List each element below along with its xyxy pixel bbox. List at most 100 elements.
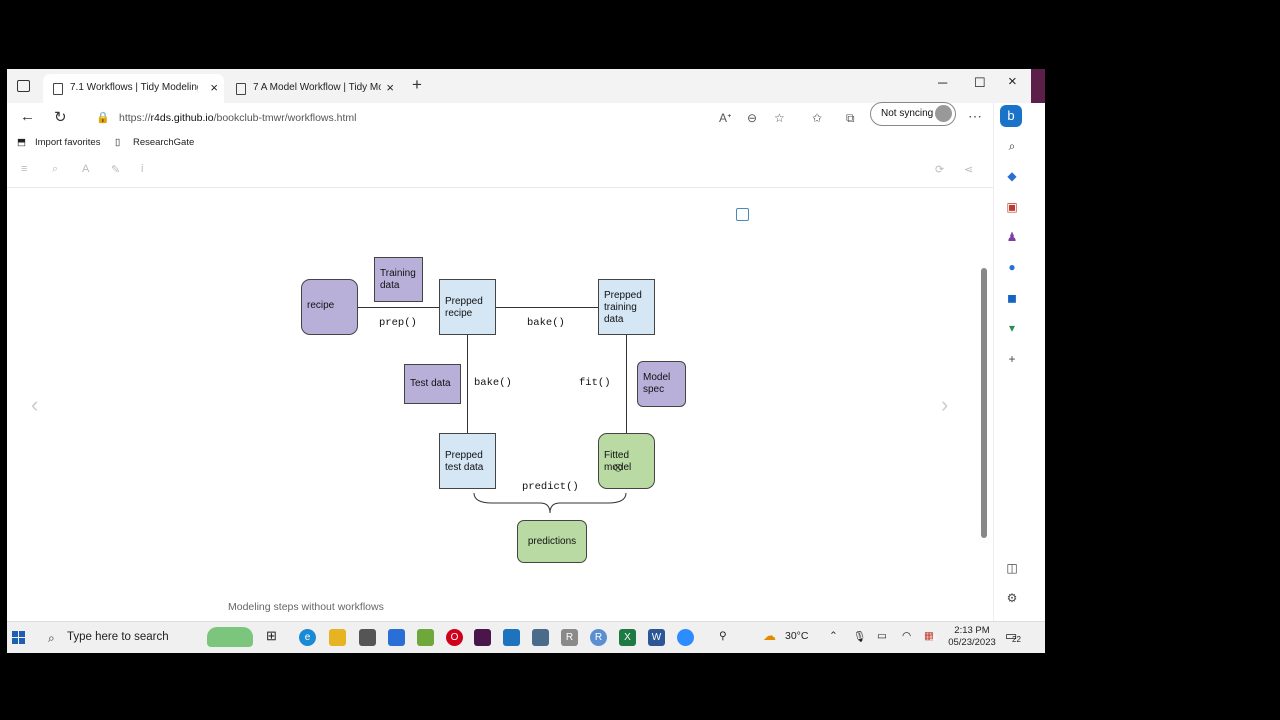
import-favorites-icon: ⬒ [17,137,26,148]
fullscreen-icon[interactable] [736,208,749,221]
people-icon[interactable]: ⚲ [719,630,727,642]
arrow-recipe-to-prepped [358,307,440,308]
address-bar-row: ← ↻ 🔒 https://r4ds.github.io/bookclub-tm… [7,103,1031,134]
calendar-icon[interactable]: ▦ [924,630,934,642]
drop-icon[interactable]: ▾ [1008,321,1016,335]
sync-icon[interactable]: ⟳ [935,164,945,176]
read-aloud-icon[interactable]: Aᐩ [719,111,732,125]
new-tab-button[interactable]: + [412,75,422,94]
node-model-spec: Model spec [637,361,686,407]
sidebar-toggle-icon[interactable]: ◫ [1006,561,1018,575]
chevron-up-icon[interactable]: ⌃ [829,630,838,642]
share-icon[interactable]: ⋖ [964,164,974,176]
page-icon [53,83,63,95]
excel-icon[interactable]: X [619,629,636,646]
zoom-icon[interactable]: ⊖ [747,111,758,125]
collections-icon[interactable]: ⧉ [846,111,855,125]
previous-page-icon[interactable]: ‹ [31,392,39,417]
font-settings-icon[interactable]: A [82,163,90,175]
camera-icon[interactable] [359,629,376,646]
predict-brace [473,492,627,514]
close-window-icon[interactable]: × [1008,73,1017,90]
weather-icon[interactable]: ☁ [763,628,776,643]
vscode-icon[interactable] [503,629,520,646]
tab-title: 7 A Model Workflow | Tidy Mode [253,82,381,93]
notifications-icon[interactable]: ▭ [1005,628,1018,643]
back-icon[interactable]: ← [20,108,35,125]
opera-icon[interactable]: O [446,629,463,646]
favorites-icon[interactable]: ✩ [812,111,823,125]
arrow-training-to-fitted [626,335,627,435]
task-view-icon[interactable]: ⊞ [266,628,277,643]
r-icon[interactable]: R [561,629,578,646]
add-icon[interactable]: + [1008,352,1016,366]
slack-icon[interactable] [474,629,491,646]
windows-taskbar: ⌕ Type here to search ⊞ e O R R X W ⚲ ☁ … [7,621,1045,653]
browser-window: 7.1 Workflows | Tidy Modeling w × 7 A Mo… [7,69,1045,651]
search-icon[interactable]: ⌕ [52,163,59,175]
arrow-prepped-to-test [467,335,468,435]
search-placeholder: Type here to search [67,631,169,643]
toc-toggle-icon[interactable]: ≡ [21,163,28,175]
lock-icon[interactable]: 🔒 [96,112,110,124]
calendar-badge: 19 [930,636,937,642]
minimize-icon[interactable]: ─ [938,75,948,90]
page-content: ≡ ⌕ A ✎ i ⟳ ⋖ ‹ › recipe Training data P… [7,153,993,651]
node-recipe: recipe [301,279,358,335]
fav-researchgate[interactable]: ResearchGate [133,137,195,148]
book-toolbar: ≡ ⌕ A ✎ i ⟳ ⋖ [7,153,993,188]
page-icon: ▯ [115,137,121,148]
taskbar-search[interactable]: ⌕ Type here to search [39,622,254,653]
next-page-icon[interactable]: › [941,392,949,417]
outlook-icon[interactable]: ◼ [1007,291,1017,305]
tab-workflows[interactable]: 7.1 Workflows | Tidy Modeling w × [43,74,224,103]
weather-temp[interactable]: 30°C [785,630,809,642]
system-clock[interactable]: 2:13 PM 05/23/2023 [947,625,997,649]
refresh-icon[interactable]: ↻ [54,109,67,126]
shopping-icon[interactable]: ◆ [1007,169,1017,183]
rstudio-icon[interactable]: R [590,629,607,646]
battery-icon[interactable]: ▭ [877,630,887,642]
close-tab-icon[interactable]: × [210,80,218,95]
tools-icon[interactable]: ▣ [1006,200,1018,214]
url-prefix: https:// [119,112,151,124]
file-explorer-icon[interactable] [329,629,346,646]
bing-chat-icon[interactable]: b [1000,105,1022,127]
sync-status-button[interactable]: Not syncing [870,102,956,126]
info-icon[interactable]: i [141,163,144,175]
edge-taskbar-icon[interactable]: e [299,629,316,646]
scrollbar-thumb[interactable] [981,268,987,538]
maximize-icon[interactable]: ☐ [974,75,986,90]
office-icon[interactable]: ● [1008,260,1016,274]
close-tab-icon[interactable]: × [386,80,394,95]
search-icon: ⌕ [48,631,55,645]
sync-label: Not syncing [881,108,934,119]
label-prep: prep() [379,317,417,329]
add-favorite-icon[interactable]: ☆ [774,111,785,125]
microphone-icon[interactable]: 🎙 [853,631,867,643]
word-icon[interactable]: W [648,629,665,646]
url-path: /bookclub-tmwr/workflows.html [213,112,357,124]
tab-model-workflow[interactable]: 7 A Model Workflow | Tidy Mode × [226,74,400,103]
fav-import-favorites[interactable]: Import favorites [35,137,101,148]
clock-time: 2:13 PM [954,625,990,636]
url-field[interactable]: https://r4ds.github.io/bookclub-tmwr/wor… [119,112,357,124]
photos-icon[interactable] [417,629,434,646]
window-edge [1031,69,1045,103]
node-predictions: predictions [517,520,587,563]
more-menu-icon[interactable]: ⋯ [968,108,982,124]
zoom-icon[interactable] [677,629,694,646]
node-prepped-recipe: Prepped recipe [439,279,496,335]
start-icon[interactable] [12,631,25,644]
edit-icon[interactable]: ✎ [111,164,121,176]
settings-icon[interactable]: ⚙ [1006,591,1018,605]
label-bake-training: bake() [527,317,565,329]
arrow-prepped-to-training [495,307,598,308]
tab-actions-icon[interactable] [17,80,30,92]
search-icon[interactable]: ⌕ [1008,139,1016,153]
wifi-icon[interactable]: ◠ [902,630,912,642]
app-icon[interactable] [532,629,549,646]
games-icon[interactable]: ♟ [1006,230,1018,244]
mail-icon[interactable] [388,629,405,646]
node-test-data: Test data [404,364,461,404]
